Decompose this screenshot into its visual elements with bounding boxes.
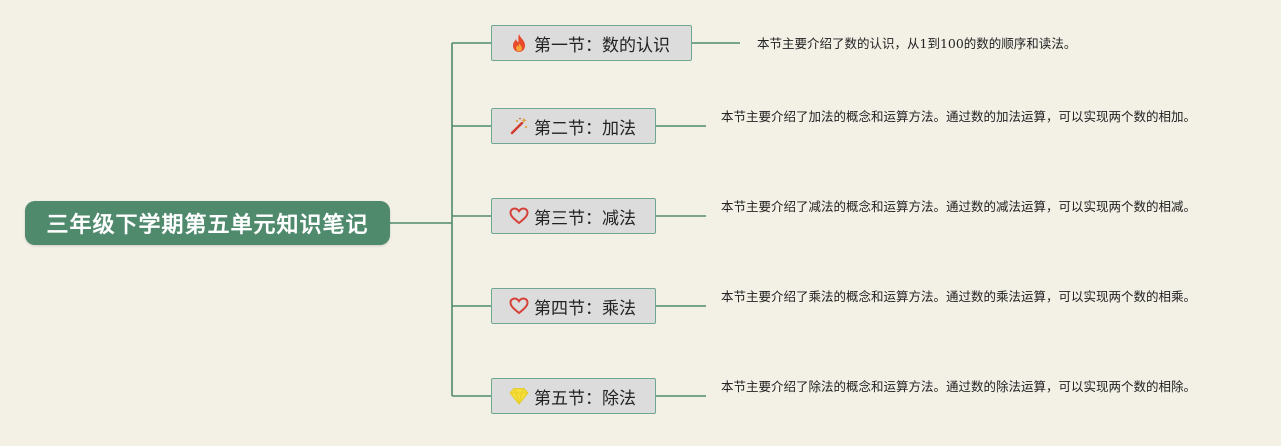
root-title[interactable]: 三年级下学期第五单元知识笔记 <box>25 201 390 245</box>
fire-icon <box>508 32 530 54</box>
section-label: 第二节：加法 <box>534 118 636 139</box>
section-description-5: 本节主要介绍了除法的概念和运算方法。通过数的除法运算，可以实现两个数的相除。 <box>721 379 1197 394</box>
section-label: 第四节：乘法 <box>534 298 636 319</box>
section-node-5[interactable]: 第五节：除法 <box>491 378 656 414</box>
section-description-4: 本节主要介绍了乘法的概念和运算方法。通过数的乘法运算，可以实现两个数的相乘。 <box>721 289 1197 304</box>
section-description-1: 本节主要介绍了数的认识，从1到100的数的顺序和读法。 <box>757 36 1077 51</box>
heart-outline-icon <box>508 205 530 227</box>
magic-wand-icon <box>508 115 530 137</box>
section-label: 第五节：除法 <box>534 388 636 409</box>
section-node-4[interactable]: 第四节：乘法 <box>491 288 656 324</box>
section-node-2[interactable]: 第二节：加法 <box>491 108 656 144</box>
section-description-3: 本节主要介绍了减法的概念和运算方法。通过数的减法运算，可以实现两个数的相减。 <box>721 199 1197 214</box>
section-label: 第三节：减法 <box>534 208 636 229</box>
diamond-icon <box>508 385 530 407</box>
section-label: 第一节：数的认识 <box>534 35 670 56</box>
section-node-3[interactable]: 第三节：减法 <box>491 198 656 234</box>
section-node-1[interactable]: 第一节：数的认识 <box>491 25 692 61</box>
heart-outline-icon <box>508 295 530 317</box>
section-description-2: 本节主要介绍了加法的概念和运算方法。通过数的加法运算，可以实现两个数的相加。 <box>721 109 1197 124</box>
